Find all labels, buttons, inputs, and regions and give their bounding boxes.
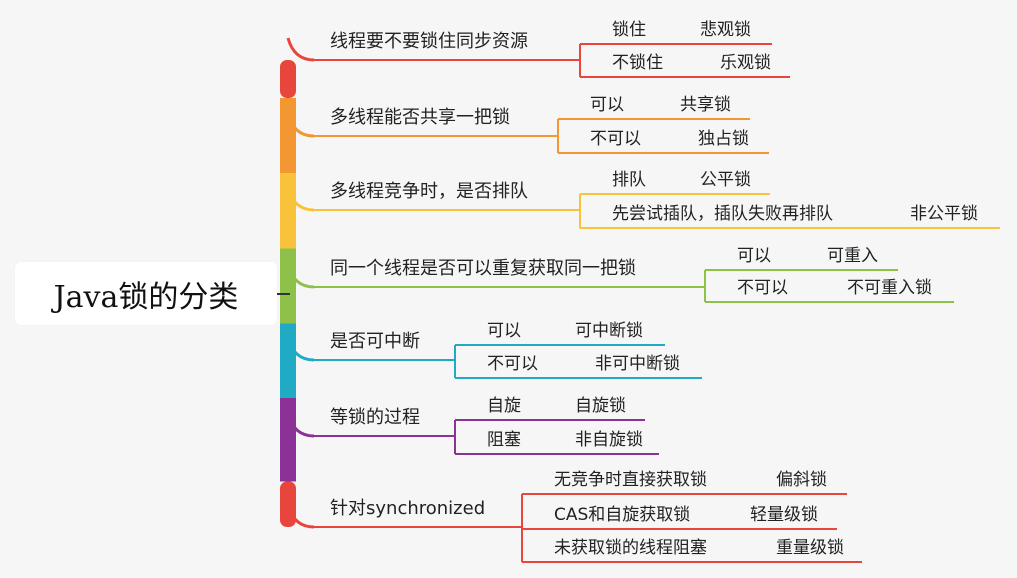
- category-label[interactable]: 线程要不要锁住同步资源: [330, 31, 528, 52]
- category-label[interactable]: 多线程竞争时，是否排队: [330, 181, 528, 202]
- condition-label[interactable]: 自旋: [487, 396, 521, 416]
- condition-label[interactable]: 锁住: [612, 20, 646, 40]
- condition-label[interactable]: 不锁住: [612, 53, 663, 73]
- condition-label[interactable]: 无竞争时直接获取锁: [554, 470, 707, 490]
- condition-label[interactable]: 阻塞: [487, 430, 521, 450]
- condition-label[interactable]: 未获取锁的线程阻塞: [554, 538, 707, 558]
- branch-connector: [286, 413, 315, 438]
- condition-label[interactable]: 不可以: [487, 354, 538, 374]
- condition-label[interactable]: CAS和自旋获取锁: [554, 505, 691, 525]
- trunk-segment: [280, 481, 296, 527]
- trunk-segment: [280, 323, 296, 398]
- lock-type-label[interactable]: 重量级锁: [776, 538, 844, 558]
- branch-connector: [286, 187, 315, 212]
- category-label[interactable]: 等锁的过程: [330, 407, 420, 428]
- condition-label[interactable]: 先尝试插队，插队失败再排队: [612, 204, 833, 224]
- lock-type-label[interactable]: 可重入: [827, 246, 878, 266]
- category-label[interactable]: 针对synchronized: [330, 498, 486, 519]
- condition-label[interactable]: 可以: [737, 246, 771, 266]
- condition-label[interactable]: 不可以: [590, 129, 641, 149]
- lock-type-label[interactable]: 乐观锁: [720, 53, 771, 73]
- lock-type-label[interactable]: 共享锁: [680, 95, 731, 115]
- condition-label[interactable]: 可以: [487, 321, 521, 341]
- lock-type-label[interactable]: 非自旋锁: [575, 430, 643, 450]
- root-topic[interactable]: Java锁的分类: [15, 262, 277, 325]
- branch-connector: [286, 113, 315, 138]
- lock-type-label[interactable]: 独占锁: [698, 129, 749, 149]
- trunk-segment: [280, 98, 296, 173]
- lock-type-label[interactable]: 非可中断锁: [595, 354, 680, 374]
- category-label[interactable]: 多线程能否共享一把锁: [330, 107, 510, 128]
- branch-connector: [286, 264, 315, 289]
- branch-connector: [286, 337, 315, 362]
- lock-type-label[interactable]: 非公平锁: [910, 204, 978, 224]
- trunk-segment: [280, 173, 296, 249]
- category-label[interactable]: 同一个线程是否可以重复获取同一把锁: [330, 258, 636, 279]
- lock-type-label[interactable]: 可中断锁: [575, 321, 643, 341]
- lock-type-label[interactable]: 自旋锁: [575, 396, 626, 416]
- lock-type-label[interactable]: 偏斜锁: [776, 470, 827, 490]
- trunk-segment: [280, 60, 296, 98]
- category-label[interactable]: 是否可中断: [330, 331, 420, 352]
- condition-label[interactable]: 不可以: [737, 278, 788, 298]
- root-topic-label: Java锁的分类: [53, 279, 239, 315]
- lock-type-label[interactable]: 不可重入锁: [847, 278, 932, 298]
- lock-type-label[interactable]: 公平锁: [700, 170, 751, 190]
- branch-connector: [286, 504, 315, 529]
- trunk-segment: [280, 398, 296, 482]
- condition-label[interactable]: 可以: [590, 95, 624, 115]
- trunk-segment: [280, 248, 296, 324]
- branch-connector: [286, 37, 315, 62]
- lock-type-label[interactable]: 轻量级锁: [750, 505, 818, 525]
- lock-type-label[interactable]: 悲观锁: [700, 20, 751, 40]
- condition-label[interactable]: 排队: [612, 170, 646, 190]
